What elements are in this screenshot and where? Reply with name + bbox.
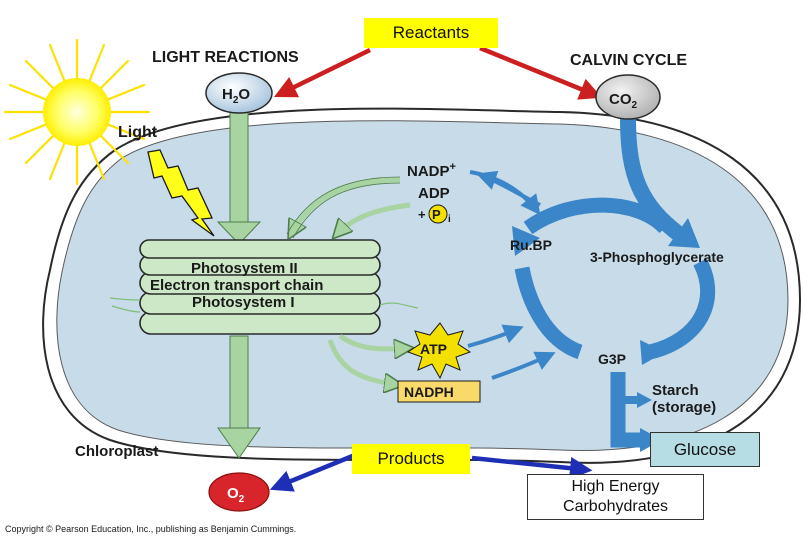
h2o-input-arrow bbox=[216, 103, 262, 245]
svg-text:i: i bbox=[448, 214, 451, 225]
chloroplast-label: Chloroplast bbox=[75, 443, 158, 460]
nadp-label: NADP+ bbox=[407, 161, 456, 180]
calvin-cycle-arrows bbox=[467, 117, 716, 448]
starch-label: Starch bbox=[652, 382, 699, 399]
copyright-text: Copyright © Pearson Education, Inc., pub… bbox=[5, 524, 296, 534]
o2-molecule: O2 bbox=[208, 472, 270, 512]
svg-text:P: P bbox=[432, 207, 441, 222]
photosystem-2-label: Photosystem II bbox=[191, 260, 298, 277]
glucose-text: Glucose bbox=[673, 439, 737, 459]
calvin-cycle-title: CALVIN CYCLE bbox=[570, 52, 687, 69]
lightning-bolt-icon bbox=[147, 149, 215, 237]
photosystem-1-label: Photosystem I bbox=[192, 294, 295, 311]
carbohydrates-text: Carbohydrates bbox=[563, 498, 668, 515]
atp-label: ATP bbox=[420, 341, 447, 357]
adp-label: ADP bbox=[418, 185, 450, 202]
products-text: Products bbox=[377, 449, 445, 468]
phosphate-symbol: P i + bbox=[418, 204, 451, 225]
h2o-molecule: H2O bbox=[205, 72, 273, 114]
g3p-label: G3P bbox=[598, 351, 626, 367]
glucose-callout: Glucose bbox=[650, 432, 760, 467]
thylakoid-stack bbox=[109, 239, 419, 335]
light-reaction-flow-outlines bbox=[286, 176, 401, 239]
reactants-text: Reactants bbox=[392, 23, 470, 42]
products-callout: Products bbox=[352, 444, 470, 474]
products-arrows bbox=[269, 452, 593, 492]
high-energy-carbohydrates-callout: High Energy Carbohydrates bbox=[527, 474, 704, 520]
rubp-label: Ru.BP bbox=[510, 237, 552, 253]
atp-badge: ATP bbox=[406, 322, 472, 380]
svg-text:+: + bbox=[418, 207, 426, 222]
phosphoglycerate-label: 3-Phosphoglycerate bbox=[590, 249, 724, 265]
light-reactions-title: LIGHT REACTIONS bbox=[152, 49, 299, 66]
svg-text:H2O: H2O bbox=[222, 86, 250, 106]
high-energy-text: High Energy bbox=[571, 478, 660, 495]
co2-molecule: CO2 bbox=[595, 74, 661, 120]
electron-transport-chain-label: Electron transport chain bbox=[150, 277, 323, 294]
nadph-label: NADPH bbox=[404, 384, 454, 400]
light-label: Light bbox=[118, 124, 158, 141]
nadph-badge: NADPH bbox=[397, 380, 481, 403]
storage-label: (storage) bbox=[652, 399, 716, 416]
o2-output-arrow bbox=[217, 335, 261, 459]
svg-text:CO2: CO2 bbox=[609, 91, 638, 111]
reactants-arrows bbox=[273, 45, 603, 100]
sun-icon bbox=[3, 38, 151, 186]
svg-text:O2: O2 bbox=[227, 485, 245, 505]
light-reaction-flow-arrows bbox=[290, 177, 410, 385]
reactants-callout: Reactants bbox=[364, 18, 498, 48]
